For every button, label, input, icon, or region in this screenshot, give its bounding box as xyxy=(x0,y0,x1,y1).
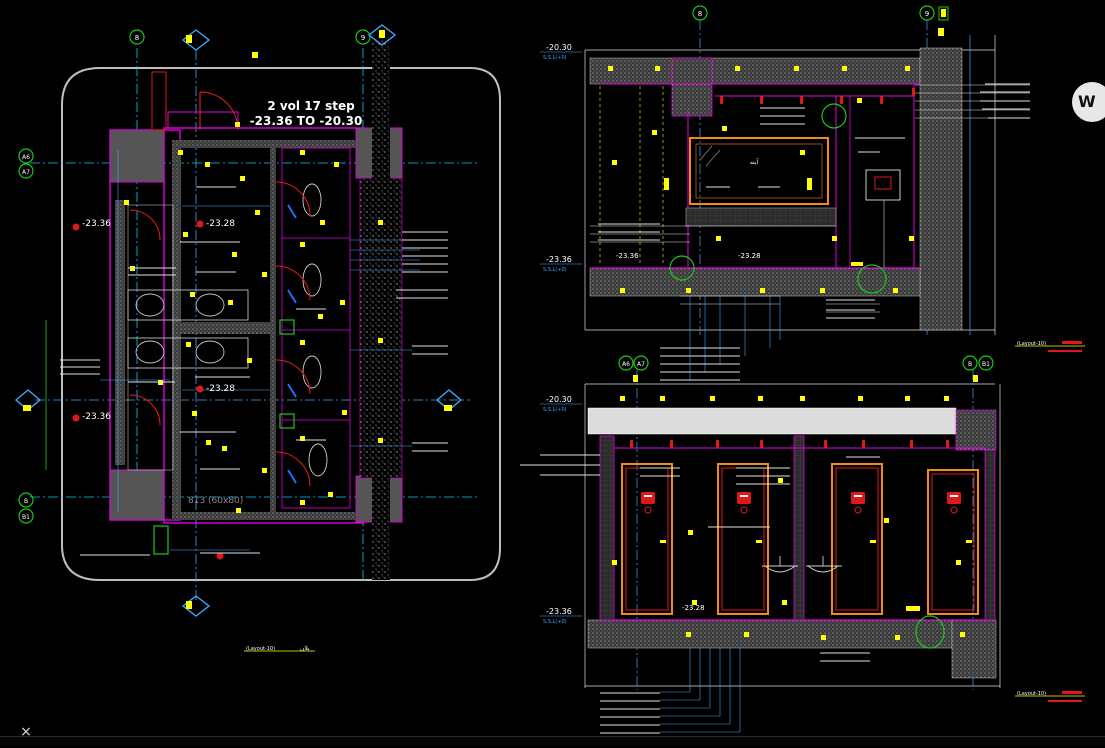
elev-bottom-level-top: -20.30 xyxy=(546,395,572,404)
elev-top-level-mid: -23.36 xyxy=(616,252,639,260)
elev-bottom-title-label: (Layout-10) xyxy=(1017,691,1046,697)
elevation-top: آینه 8 9 -20.30 S.S.L(+0) -23.36 S.S.L(+… xyxy=(540,5,1085,381)
plan-grid-left-b: A7 xyxy=(22,169,30,176)
elev-bottom-level-mid: -23.28 xyxy=(682,604,705,612)
elev-bottom-level-bottom-sub: S.S.L(+0) xyxy=(543,619,567,625)
elev-bottom-level-bottom: -23.36 xyxy=(546,607,572,616)
plan-title-label: (Layout-10) xyxy=(246,646,275,652)
elev-top-level-bottom-sub: S.S.L(+0) xyxy=(543,267,567,273)
plan-grid-left-a: A6 xyxy=(22,154,30,161)
elev-bottom-level-top-sub: S.S.L(+0) xyxy=(543,407,567,413)
close-icon[interactable]: × xyxy=(20,724,32,740)
elev-top-grid-b: 9 xyxy=(925,10,929,18)
plan-grid-left-d: B1 xyxy=(22,514,30,521)
elev-top-level-top-sub: S.S.L(+0) xyxy=(543,55,567,61)
plan-grid-top-left: 8 xyxy=(135,34,139,42)
plan-level-c: -23.28 xyxy=(206,384,235,394)
edge-badge[interactable]: W xyxy=(1072,82,1105,122)
elev-bottom-grid-b: A7 xyxy=(637,361,645,368)
elev-top-grid-a: 8 xyxy=(698,10,702,18)
elev-top-mirror-label: آینه xyxy=(750,157,759,166)
plan-title: پلان xyxy=(300,645,310,652)
plan-stair-note-1: 2 vol 17 step xyxy=(267,99,355,113)
plan-level-a: -23.36 xyxy=(82,219,111,229)
elevation-bottom: A6 A7 B B1 -20.30 S.S.L(+0) -23.36 S.S.L… xyxy=(520,355,1085,734)
plan-stair-note-2: -23.36 TO -20.30 xyxy=(250,114,363,128)
elev-top-level-mid2: -23.28 xyxy=(738,252,761,260)
plan-outline xyxy=(61,67,501,581)
plan-view: 8 9 A6 A7 B B1 2 vol 17 step -23.36 TO -… xyxy=(14,24,501,652)
elev-top-level-top: -20.30 xyxy=(546,43,572,52)
status-strip xyxy=(0,736,1105,745)
plan-level-b: -23.28 xyxy=(206,219,235,229)
plan-sink-note: 813 (60x80) xyxy=(188,496,243,506)
elev-bottom-grid-a: A6 xyxy=(622,361,630,368)
elev-top-title-label: (Layout-10) xyxy=(1017,341,1046,347)
plan-grid-top-right: 9 xyxy=(361,34,365,42)
elev-top-level-bottom: -23.36 xyxy=(546,255,572,264)
elev-bottom-grid-d: B1 xyxy=(982,361,990,368)
elev-bottom-grid-c: B xyxy=(968,361,972,368)
plan-level-d: -23.36 xyxy=(82,412,111,422)
plan-grid-left-c: B xyxy=(24,498,28,505)
